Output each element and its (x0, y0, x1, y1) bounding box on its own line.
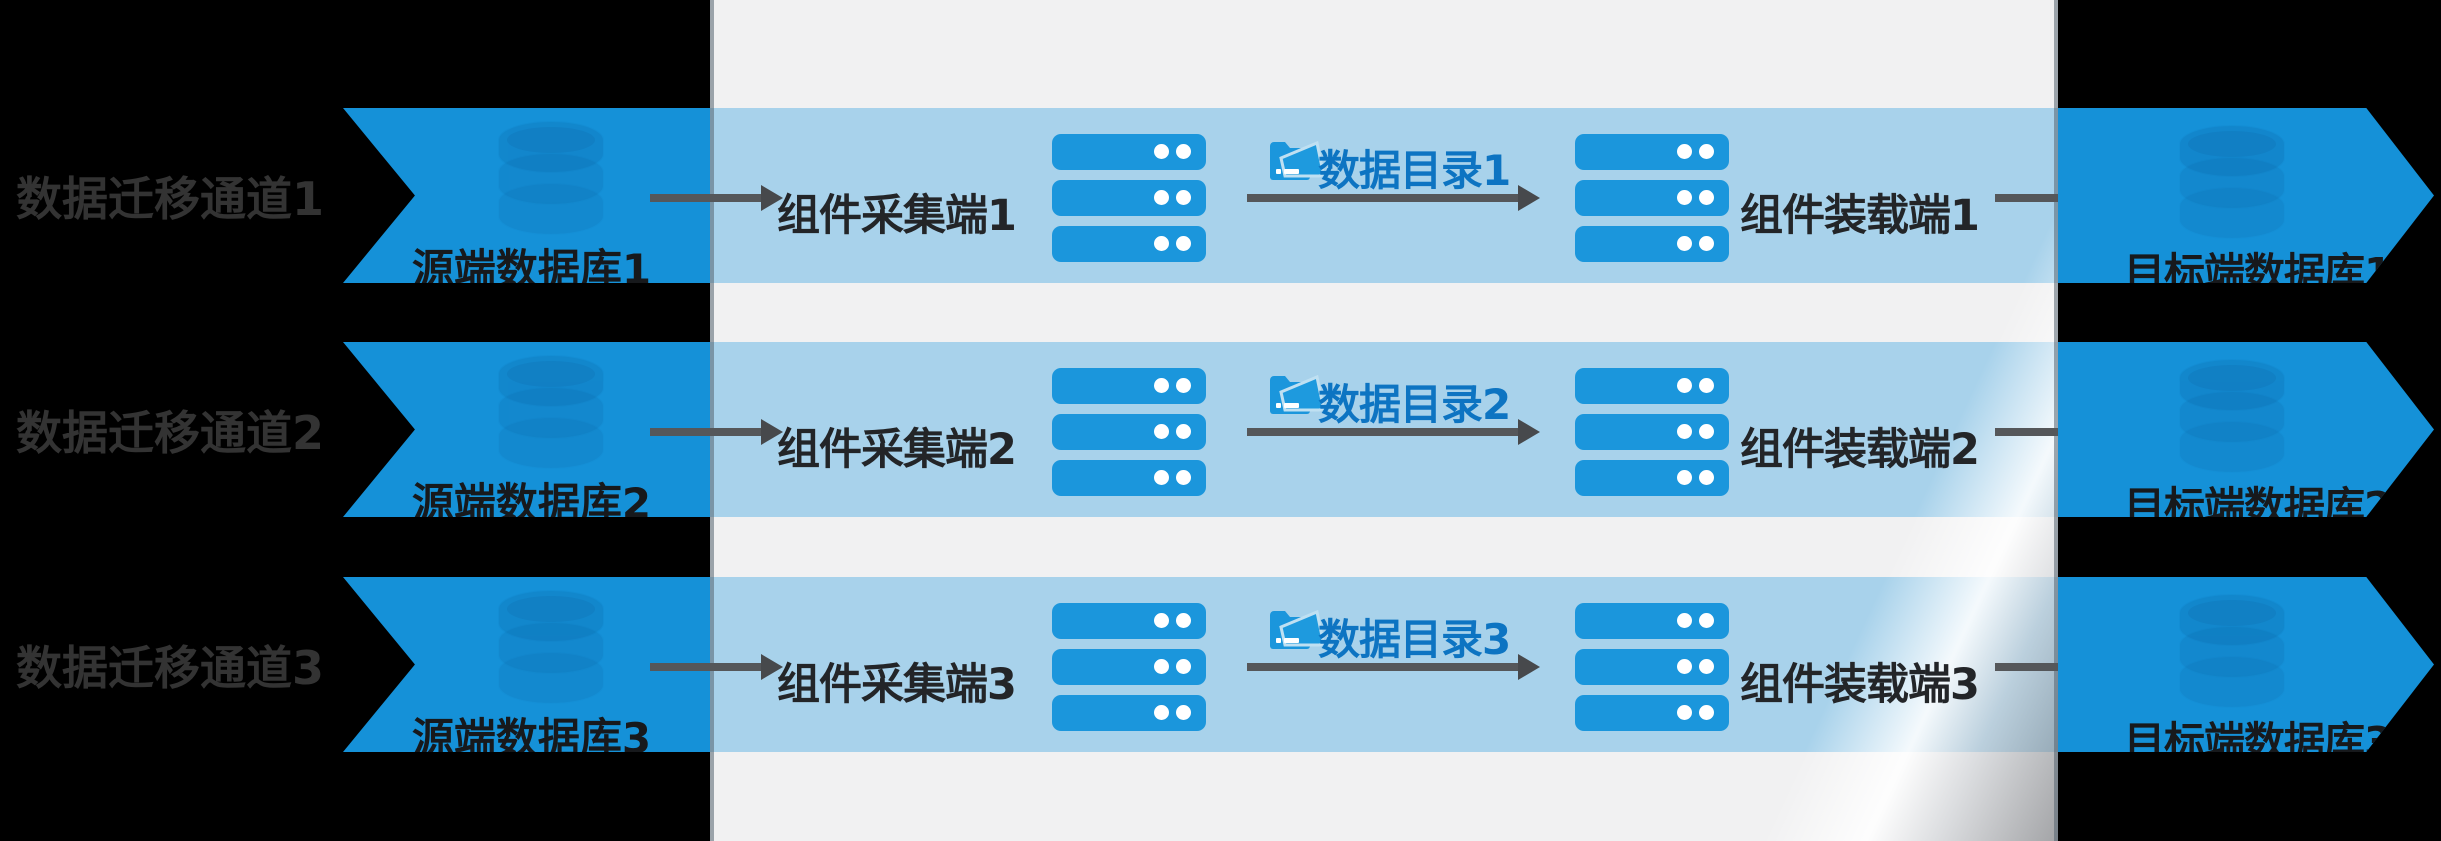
database-icon (495, 587, 607, 709)
target-db-label: 目标端数据库1 (2124, 249, 2393, 297)
right-arrow-icon (1247, 419, 1540, 445)
server-row (1575, 649, 1729, 685)
source-db-label: 源端数据库2 (411, 479, 652, 528)
server-row (1052, 226, 1206, 262)
server-row (1052, 603, 1206, 639)
server-stack-icon (1052, 134, 1206, 262)
channel-label: 数据迁移通道2 (16, 405, 325, 460)
database-icon (495, 118, 607, 240)
right-arrow-icon (650, 419, 783, 445)
server-stack-icon (1052, 368, 1206, 496)
target-arrow: 目标端数据库1 (2058, 108, 2434, 283)
right-arrow-icon (1247, 654, 1540, 680)
server-stack-icon (1575, 603, 1729, 731)
loader-label: 组件装载端1 (1740, 191, 1980, 241)
server-row (1052, 649, 1206, 685)
database-icon (2176, 591, 2288, 713)
server-row (1052, 414, 1206, 450)
database-icon (495, 352, 607, 474)
loader-label: 组件装载端2 (1740, 425, 1980, 475)
data-catalog-label: 数据目录3 (1318, 615, 1511, 664)
collector-label: 组件采集端3 (777, 660, 1017, 710)
target-arrow: 目标端数据库2 (2058, 342, 2434, 517)
collector-label: 组件采集端1 (777, 191, 1017, 241)
server-row (1052, 368, 1206, 404)
database-icon (2176, 122, 2288, 244)
right-arrow-icon (650, 654, 783, 680)
server-row (1575, 180, 1729, 216)
data-catalog-label: 数据目录1 (1318, 146, 1511, 195)
server-row (1575, 134, 1729, 170)
target-db-label: 目标端数据库3 (2124, 718, 2393, 766)
server-row (1575, 226, 1729, 262)
server-stack-icon (1575, 134, 1729, 262)
source-db-label: 源端数据库3 (411, 714, 652, 763)
server-row (1052, 134, 1206, 170)
migration-channel-row-1: 数据迁移通道1 源端数据库1 组件采集端1 数据目录1 组件装载端1 (0, 108, 2441, 283)
server-row (1052, 695, 1206, 731)
right-arrow-icon (1247, 185, 1540, 211)
server-stack-icon (1575, 368, 1729, 496)
target-db-label: 目标端数据库2 (2124, 483, 2393, 531)
server-row (1575, 414, 1729, 450)
server-row (1575, 460, 1729, 496)
loader-label: 组件装载端3 (1740, 660, 1980, 710)
source-arrow: 源端数据库2 (343, 342, 710, 517)
migration-channel-row-3: 数据迁移通道3 源端数据库3 组件采集端3 数据目录3 组件装载端3 (0, 577, 2441, 752)
target-arrow: 目标端数据库3 (2058, 577, 2434, 752)
server-stack-icon (1052, 603, 1206, 731)
source-db-label: 源端数据库1 (411, 245, 652, 294)
server-row (1575, 368, 1729, 404)
database-icon (2176, 356, 2288, 478)
channel-label: 数据迁移通道1 (16, 171, 325, 226)
server-row (1575, 603, 1729, 639)
right-arrow-icon (650, 185, 783, 211)
server-row (1052, 460, 1206, 496)
server-row (1575, 695, 1729, 731)
server-row (1052, 180, 1206, 216)
collector-label: 组件采集端2 (777, 425, 1017, 475)
migration-channel-row-2: 数据迁移通道2 源端数据库2 组件采集端2 数据目录2 组件装载端2 (0, 342, 2441, 517)
channel-label: 数据迁移通道3 (16, 640, 325, 695)
data-catalog-label: 数据目录2 (1318, 380, 1511, 429)
